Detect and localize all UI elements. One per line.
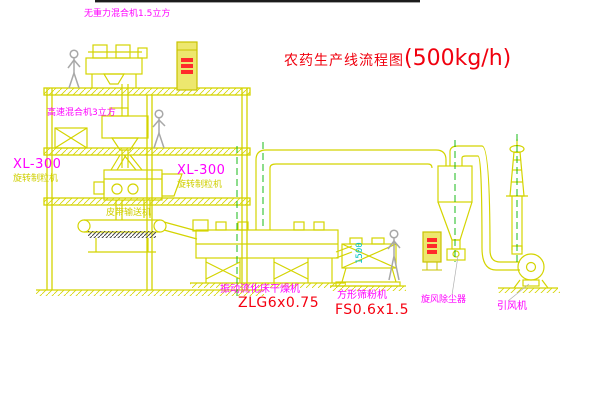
cyclone-unit	[437, 145, 520, 271]
diagram-title-capacity: (500kg/h)	[404, 46, 512, 71]
diagram-title: 农药生产线流程图(500kg/h)	[284, 46, 511, 71]
high-speed-mixer-unit	[54, 107, 149, 168]
label-granulator-left-model: XL-300	[13, 157, 62, 172]
label-granulator-center-model: XL-300	[177, 163, 226, 178]
main-duct	[255, 149, 447, 230]
building-frame	[36, 87, 264, 296]
label-high-speed-mixer: 高速混合机3立方	[47, 108, 116, 118]
belt-conveyor-unit	[77, 219, 198, 253]
sheet-border-line	[95, 0, 420, 3]
person-second-floor	[152, 109, 166, 149]
label-sieve-name: 方形筛粉机	[337, 290, 387, 301]
label-dryer-model: ZLG6x0.75	[238, 295, 320, 311]
fluid-bed-dryer-unit	[190, 219, 346, 288]
dimension-1500: 1500	[355, 242, 365, 264]
label-sieve-model: FS0.6x1.5	[335, 302, 410, 318]
leader-lines	[451, 255, 530, 302]
control-cabinet-upper	[176, 41, 198, 91]
person-ground	[387, 229, 401, 281]
label-cyclone: 旋风除尘器	[421, 295, 467, 305]
label-gravity-mixer: 无重力混合机1.5立方	[84, 9, 171, 19]
gravity-mixer-unit	[85, 44, 148, 116]
control-cabinet-lower	[422, 231, 442, 271]
label-belt-conveyor: 皮带输送机	[106, 208, 152, 218]
square-sieve-unit	[330, 237, 406, 291]
label-granulator-left-name: 旋转制粒机	[13, 174, 59, 184]
granulator-unit	[93, 154, 183, 220]
person-roof	[67, 49, 81, 89]
centerlines	[236, 134, 518, 298]
diagram-title-text: 农药生产线流程图	[284, 53, 404, 69]
label-dryer-name: 振动流化床干燥机	[220, 284, 300, 295]
label-induced-draft-fan: 引风机	[497, 301, 527, 312]
label-granulator-center-name: 旋转制粒机	[177, 180, 223, 190]
